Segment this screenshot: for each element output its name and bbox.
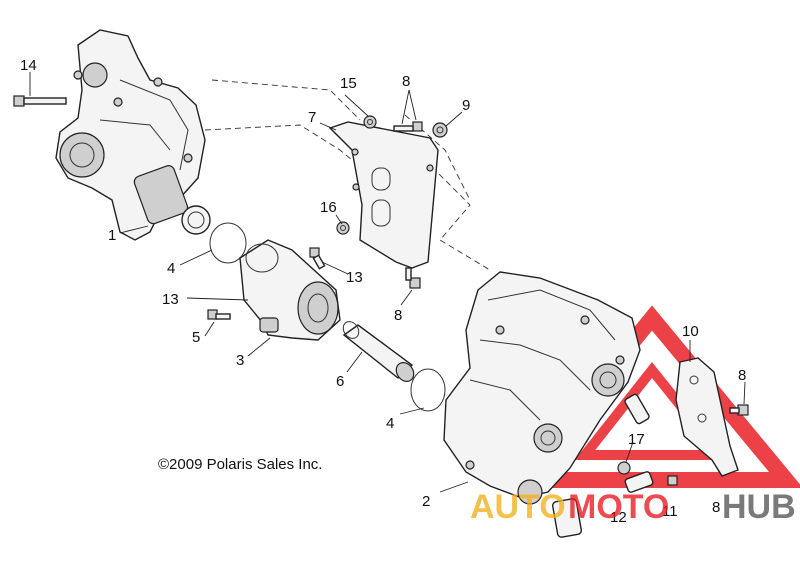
callout-4-upper: 4 xyxy=(167,260,175,277)
callout-11: 11 xyxy=(662,503,678,520)
leader-lines xyxy=(29,72,746,493)
callout-1: 1 xyxy=(108,227,116,244)
callout-4-lower: 4 xyxy=(386,415,394,432)
bolt-5-part xyxy=(207,309,231,320)
assembly-lines xyxy=(204,79,491,271)
callout-6: 6 xyxy=(336,373,344,390)
callout-8-middle: 8 xyxy=(394,307,402,324)
callout-10: 10 xyxy=(682,323,699,340)
callout-9: 9 xyxy=(462,97,470,114)
watermark-moto: MOTO xyxy=(568,488,669,526)
callout-15: 15 xyxy=(340,75,357,92)
o-ring-upper-part xyxy=(209,222,247,264)
bolt-8-right-part xyxy=(729,404,749,416)
nut-15-part xyxy=(363,115,377,129)
bolt-8-upper-part xyxy=(393,121,423,132)
callout-17: 17 xyxy=(628,431,645,448)
callout-14: 14 xyxy=(20,57,37,74)
mounting-bracket-part xyxy=(328,121,439,269)
callout-3: 3 xyxy=(236,352,244,369)
bolt-8-middle-part xyxy=(405,267,421,289)
drive-shaft-sleeve-part xyxy=(342,321,415,382)
callout-8-top: 8 xyxy=(402,73,410,90)
callout-16: 16 xyxy=(320,199,337,216)
front-gearcase-part xyxy=(55,29,211,241)
callout-12: 12 xyxy=(610,509,627,526)
long-bolt-part xyxy=(13,95,67,107)
callouts: 14 1 4 13 5 3 6 13 15 7 8 9 16 8 4 2 10 … xyxy=(20,57,746,526)
callout-2: 2 xyxy=(422,493,430,510)
coupler-housing-part xyxy=(239,239,341,341)
watermark-auto: AUTO xyxy=(470,488,566,526)
sensor-12-part xyxy=(624,471,654,493)
callout-13-lower: 13 xyxy=(162,291,179,308)
callout-5: 5 xyxy=(192,329,200,346)
main-gearcase-part xyxy=(443,271,650,538)
copyright-text: ©2009 Polaris Sales Inc. xyxy=(158,456,322,473)
callout-13-upper: 13 xyxy=(346,269,363,286)
watermark-hub: HUB xyxy=(722,488,796,526)
o-ring-lower-part xyxy=(410,368,446,412)
bolt-11-part xyxy=(667,475,678,486)
bolt-13-upper-part xyxy=(309,247,326,270)
washer-9-part xyxy=(432,122,448,138)
sensor-17-part xyxy=(617,461,631,475)
callout-8-bottom: 8 xyxy=(712,499,720,516)
callout-8-right: 8 xyxy=(738,367,746,384)
watermark-text: AUTO MOTO HUB xyxy=(470,488,796,526)
side-bracket-part xyxy=(675,357,739,477)
callout-7: 7 xyxy=(308,109,316,126)
washer-16-part xyxy=(336,221,350,235)
